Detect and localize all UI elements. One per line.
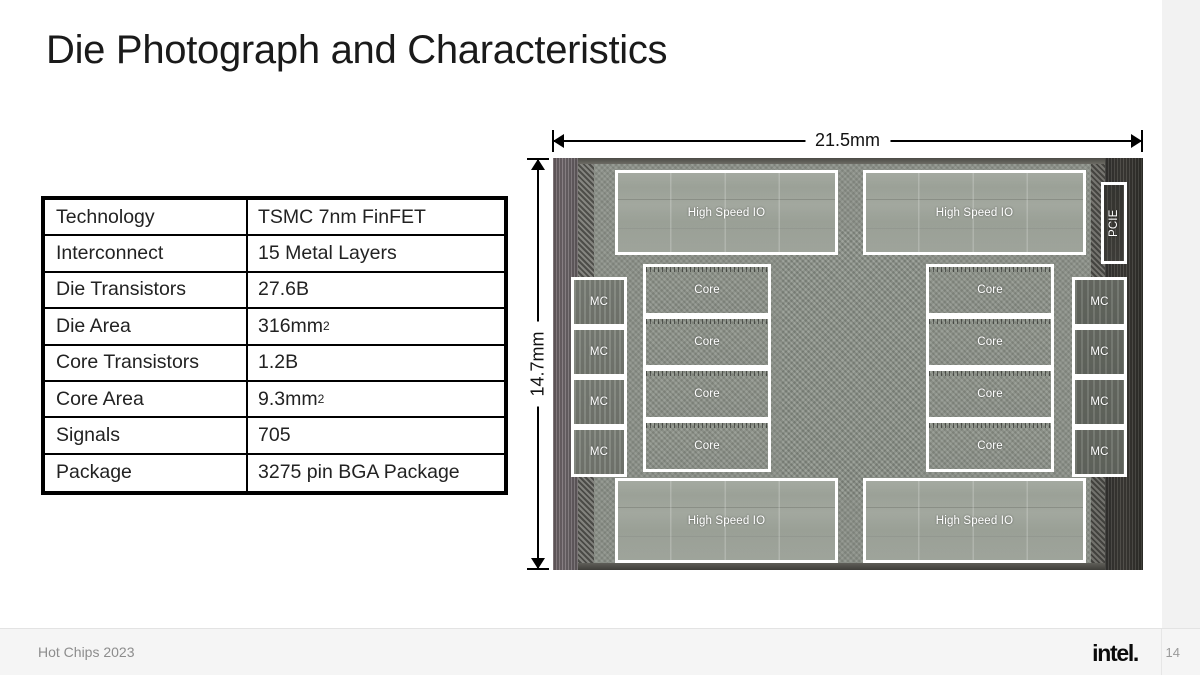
block-mc-left-1: MC [571,277,627,327]
block-label: High Speed IO [935,206,1014,219]
block-core-right-2: Core [926,316,1054,368]
characteristics-table: Technology TSMC 7nm FinFET Interconnect … [41,196,508,496]
table-row: Core Transistors 1.2B [45,345,504,382]
block-mc-right-2: MC [1072,327,1127,377]
block-core-right-4: Core [926,420,1054,472]
dimension-endcap-right [1141,130,1143,152]
block-label: MC [589,346,609,358]
block-high-speed-io-top-right: High Speed IO [863,170,1086,255]
table-row: Die Transistors 27.6B [45,272,504,310]
table-cell-key: Core Transistors [45,345,248,380]
table-cell-key: Package [45,454,248,492]
table-cell-key: Die Transistors [45,272,248,308]
block-label: PCIE [1108,209,1120,237]
block-label: MC [1090,346,1109,358]
table-row: Package 3275 pin BGA Package [45,454,504,492]
block-label: Core [694,388,720,400]
block-mc-left-4: MC [571,427,627,477]
block-mc-right-3: MC [1072,377,1127,427]
table-cell-key: Core Area [45,381,248,417]
table-cell-value: 1.2B [258,351,299,374]
die-height-label: 14.7mm [523,321,553,407]
footer-divider [1161,629,1162,675]
block-label: Core [977,336,1003,348]
block-mc-left-2: MC [571,327,627,377]
table-cell-value: 705 [258,424,291,447]
die-edge-top [578,158,1105,164]
dimension-endcap-bottom [527,568,549,570]
die-width-dimension: 21.5mm [552,125,1143,157]
table-cell-value: 27.6B [258,278,309,301]
arrow-down-icon [531,558,545,569]
block-label: MC [1090,396,1109,408]
block-label: MC [589,446,609,458]
block-label: High Speed IO [935,514,1014,527]
table-cell-key: Signals [45,418,248,453]
arrow-right-icon [1131,134,1142,148]
block-label: Core [694,284,720,296]
die-photograph-image: High Speed IO High Speed IO PCIE MC MC M… [553,158,1143,570]
table-row: Technology TSMC 7nm FinFET [45,200,504,237]
block-high-speed-io-bottom-left: High Speed IO [615,478,838,563]
block-core-right-1: Core [926,264,1054,316]
block-label: MC [589,296,609,308]
block-label: Core [977,284,1003,296]
value-text: 9.3mm [258,387,318,410]
footer-event-label: Hot Chips 2023 [38,644,135,660]
block-core-left-4: Core [643,420,771,472]
block-pcie: PCIE [1101,182,1127,264]
arrow-left-icon [553,134,564,148]
block-label: MC [1090,446,1109,458]
die-photograph-figure: 21.5mm 14.7mm High Speed IO [505,108,1165,588]
table-row: Interconnect 15 Metal Layers [45,236,504,273]
die-edge-bottom [578,563,1105,570]
intel-logo: intel. [1092,640,1139,666]
block-core-left-3: Core [643,368,771,420]
table-row: Signals 705 [45,418,504,455]
page-number: 14 [1165,645,1180,660]
die-height-dimension: 14.7mm [521,158,555,570]
block-label: Core [977,440,1003,452]
block-core-left-2: Core [643,316,771,368]
block-label: High Speed IO [687,514,766,527]
block-label: Core [977,388,1003,400]
table-cell-key: Interconnect [45,236,248,271]
table-cell-value: 3275 pin BGA Package [258,461,460,484]
block-label: MC [1090,296,1109,308]
block-mc-right-4: MC [1072,427,1127,477]
block-high-speed-io-top-left: High Speed IO [615,170,838,255]
page-title: Die Photograph and Characteristics [46,28,668,72]
table-cell-value: 15 Metal Layers [258,242,397,265]
block-core-left-1: Core [643,264,771,316]
block-mc-right-1: MC [1072,277,1127,327]
die-mesh-fabric [781,230,921,498]
arrow-up-icon [531,159,545,170]
block-high-speed-io-bottom-right: High Speed IO [863,478,1086,563]
table-cell-key: Technology [45,200,248,235]
die-width-label: 21.5mm [804,125,891,155]
block-label: High Speed IO [687,206,766,219]
right-margin-strip [1162,0,1200,628]
table-cell-value: TSMC 7nm FinFET [258,205,426,228]
block-mc-left-3: MC [571,377,627,427]
block-label: MC [589,396,609,408]
block-core-right-3: Core [926,368,1054,420]
value-text: 316mm [258,314,324,337]
block-label: Core [694,336,720,348]
table-cell-key: Die Area [45,309,248,344]
slide-footer: Hot Chips 2023 intel. 14 [0,628,1200,675]
block-label: Core [694,440,720,452]
